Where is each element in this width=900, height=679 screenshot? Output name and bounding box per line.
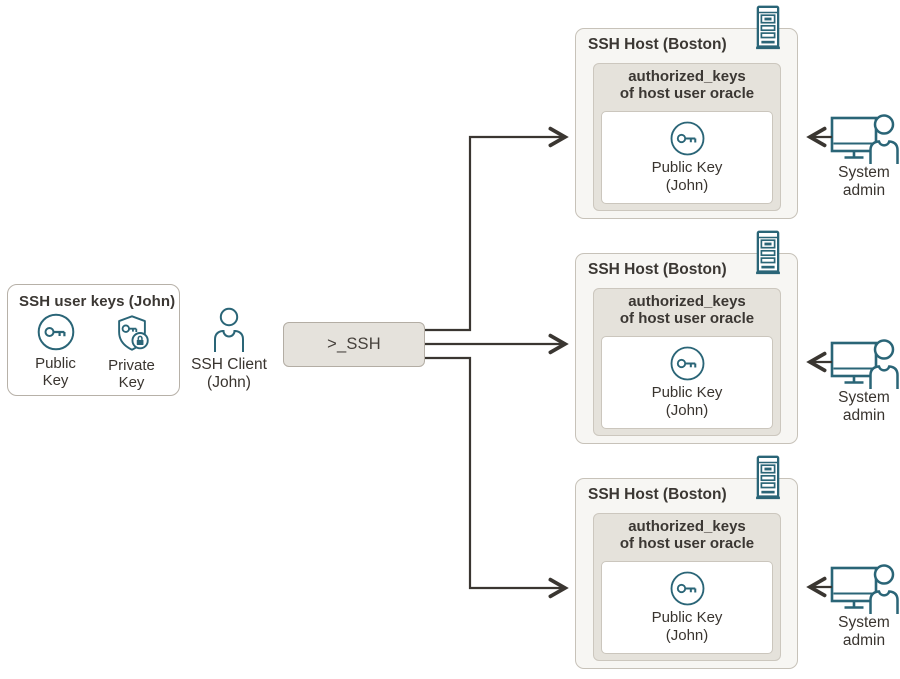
authorized-keys-box: authorized_keys of host user oracle Publ…	[593, 288, 781, 436]
public-key-john-label: Public Key (John)	[651, 384, 723, 419]
authorized-keys-box: authorized_keys of host user oracle Publ…	[593, 63, 781, 211]
private-key-item: Private Key	[98, 312, 166, 391]
key-icon	[669, 120, 706, 157]
authorized-keys-label: authorized_keys of host user oracle	[619, 68, 755, 102]
public-key-label: Public Key	[35, 355, 76, 389]
server-icon	[753, 228, 783, 278]
public-key-box: Public Key (John)	[601, 111, 773, 204]
ssh-command-label: >_SSH	[327, 335, 381, 353]
private-key-shield-icon	[111, 312, 153, 354]
server-icon	[753, 3, 783, 53]
admin-computer-icon	[829, 562, 899, 614]
admin-computer-icon	[829, 112, 899, 164]
person-icon	[208, 307, 250, 353]
key-row: Public Key Private Key	[8, 312, 179, 391]
authorized-keys-label: authorized_keys of host user oracle	[619, 518, 755, 552]
private-key-label: Private Key	[108, 357, 155, 391]
server-icon	[753, 453, 783, 503]
arrow-ssh-to-host-1	[425, 126, 569, 332]
ssh-host-3: SSH Host (Boston) authorized_keys of hos…	[575, 455, 798, 669]
system-admin-label: System admin	[838, 614, 890, 649]
ssh-host-2: SSH Host (Boston) authorized_keys of hos…	[575, 230, 798, 444]
system-admin-label: System admin	[838, 164, 890, 199]
public-key-box: Public Key (John)	[601, 561, 773, 654]
key-icon	[669, 345, 706, 382]
user-keys-panel-title: SSH user keys (John)	[19, 293, 176, 310]
public-key-box: Public Key (John)	[601, 336, 773, 429]
authorized-keys-label: authorized_keys of host user oracle	[619, 293, 755, 327]
ssh-client-label: SSH Client (John)	[191, 356, 267, 391]
system-admin-label: System admin	[838, 389, 890, 424]
host-title: SSH Host (Boston)	[588, 261, 727, 278]
public-key-john-label: Public Key (John)	[651, 609, 723, 644]
ssh-command-box: >_SSH	[283, 322, 425, 367]
arrow-ssh-to-host-3	[425, 356, 569, 599]
public-key-john-label: Public Key (John)	[651, 159, 723, 194]
system-admin-1: System admin	[828, 112, 900, 200]
authorized-keys-box: authorized_keys of host user oracle Publ…	[593, 513, 781, 661]
system-admin-3: System admin	[828, 562, 900, 650]
host-title: SSH Host (Boston)	[588, 36, 727, 53]
public-key-item: Public Key	[22, 312, 90, 391]
ssh-host-1: SSH Host (Boston) authorized_keys of hos…	[575, 5, 798, 219]
key-icon	[669, 570, 706, 607]
system-admin-2: System admin	[828, 337, 900, 425]
public-key-icon	[36, 312, 76, 352]
ssh-client: SSH Client (John)	[187, 307, 271, 391]
admin-computer-icon	[829, 337, 899, 389]
user-keys-panel: SSH user keys (John) Public Key Private …	[7, 284, 180, 396]
host-title: SSH Host (Boston)	[588, 486, 727, 503]
